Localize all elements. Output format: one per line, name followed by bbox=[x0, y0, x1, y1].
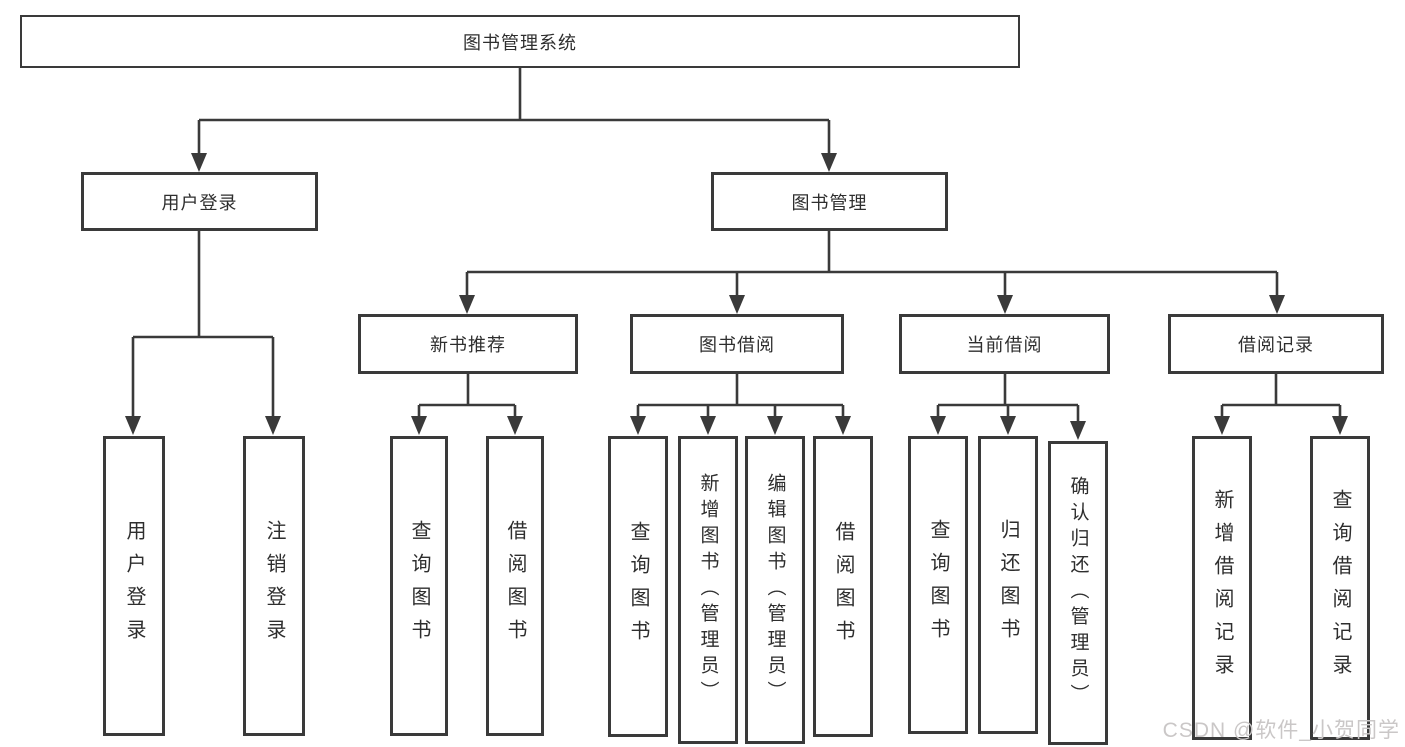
node-root: 图书管理系统 bbox=[20, 15, 1020, 68]
node-borrow-records-label: 借阅记录 bbox=[1238, 335, 1314, 355]
connector-root-to-level2 bbox=[191, 68, 837, 172]
leaf-return-book-label: 归还图书 bbox=[997, 519, 1019, 651]
leaf-logout: 注销登录 bbox=[243, 436, 305, 736]
node-current-borrow: 当前借阅 bbox=[899, 314, 1110, 374]
node-book-mgmt: 图书管理 bbox=[711, 172, 948, 231]
connector-new-books-to-leaves bbox=[411, 374, 523, 435]
leaf-add-book-admin-label: 新增图书（管理员） bbox=[697, 473, 719, 707]
connector-book-mgmt-to-level3 bbox=[459, 231, 1285, 314]
leaf-confirm-return-admin-label: 确认归还（管理员） bbox=[1067, 476, 1089, 710]
node-new-books-label: 新书推荐 bbox=[430, 335, 506, 355]
leaf-user-login: 用户登录 bbox=[103, 436, 165, 736]
leaf-query-borrow-record: 查询借阅记录 bbox=[1310, 436, 1370, 740]
leaf-borrow-book: 借阅图书 bbox=[813, 436, 873, 737]
leaf-add-book-admin: 新增图书（管理员） bbox=[678, 436, 738, 744]
leaf-add-borrow-record: 新增借阅记录 bbox=[1192, 436, 1252, 740]
leaf-query-borrow-record-label: 查询借阅记录 bbox=[1329, 489, 1351, 687]
leaf-add-borrow-record-label: 新增借阅记录 bbox=[1211, 489, 1233, 687]
node-current-borrow-label: 当前借阅 bbox=[966, 335, 1043, 355]
node-book-borrow-label: 图书借阅 bbox=[699, 335, 775, 355]
node-new-books: 新书推荐 bbox=[358, 314, 578, 374]
leaf-newbooks-query: 查询图书 bbox=[390, 436, 448, 736]
node-root-label: 图书管理系统 bbox=[463, 32, 577, 53]
leaf-logout-label: 注销登录 bbox=[263, 520, 285, 652]
leaf-newbooks-borrow-label: 借阅图书 bbox=[504, 520, 526, 652]
node-borrow-records: 借阅记录 bbox=[1168, 314, 1384, 374]
node-book-mgmt-label: 图书管理 bbox=[791, 192, 868, 213]
leaf-current-query: 查询图书 bbox=[908, 436, 968, 734]
node-user-login-label: 用户登录 bbox=[161, 192, 238, 213]
connector-user-login-to-leaves bbox=[125, 231, 281, 435]
leaf-edit-book-admin-label: 编辑图书（管理员） bbox=[764, 473, 786, 707]
leaf-current-query-label: 查询图书 bbox=[927, 519, 949, 651]
leaf-borrow-query: 查询图书 bbox=[608, 436, 668, 737]
connector-book-borrow-to-leaves bbox=[630, 374, 851, 435]
leaf-borrow-query-label: 查询图书 bbox=[627, 520, 649, 653]
connector-borrow-records-to-leaves bbox=[1214, 374, 1348, 435]
leaf-borrow-book-label: 借阅图书 bbox=[832, 520, 854, 653]
node-user-login: 用户登录 bbox=[81, 172, 318, 231]
leaf-newbooks-borrow: 借阅图书 bbox=[486, 436, 544, 736]
node-book-borrow: 图书借阅 bbox=[630, 314, 844, 374]
leaf-edit-book-admin: 编辑图书（管理员） bbox=[745, 436, 805, 744]
leaf-user-login-label: 用户登录 bbox=[123, 520, 145, 652]
watermark: CSDN @软件_小贺同学 bbox=[1162, 719, 1400, 742]
leaf-return-book: 归还图书 bbox=[978, 436, 1038, 734]
connector-current-borrow-to-leaves bbox=[930, 374, 1086, 440]
leaf-newbooks-query-label: 查询图书 bbox=[408, 520, 430, 652]
leaf-confirm-return-admin: 确认归还（管理员） bbox=[1048, 441, 1108, 745]
